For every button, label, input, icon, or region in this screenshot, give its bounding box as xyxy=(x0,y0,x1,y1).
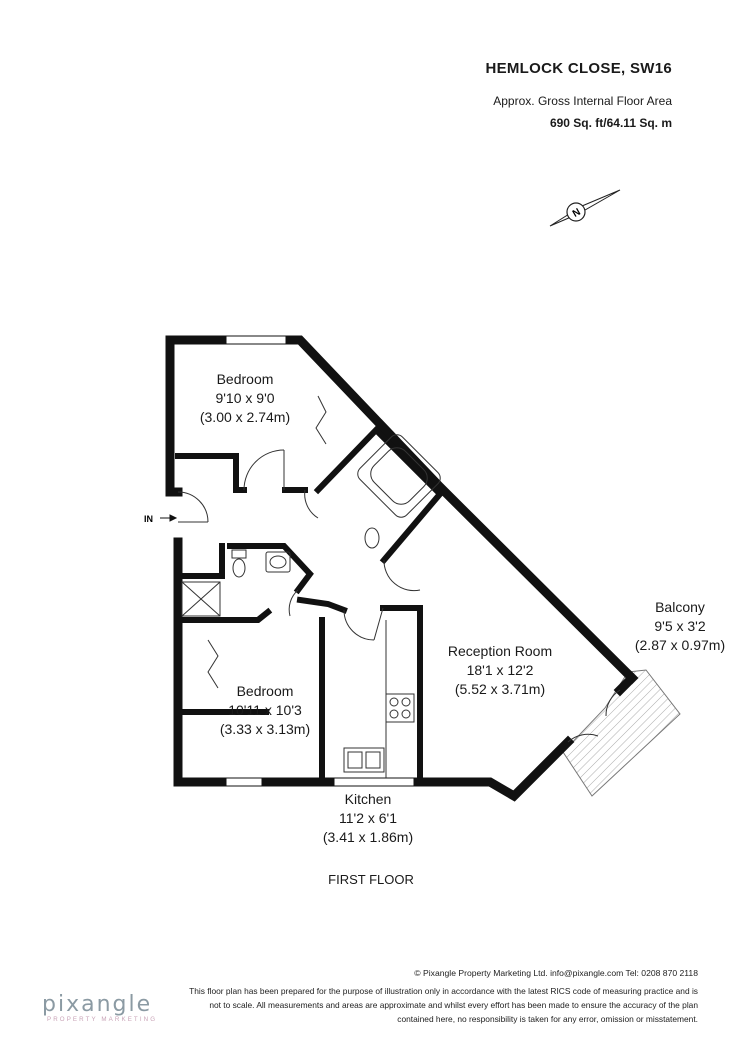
room-reception: Reception Room 18'1 x 12'2 (5.52 x 3.71m… xyxy=(430,642,570,699)
hob-icon xyxy=(385,693,415,723)
room-size-metric: (3.00 x 2.74m) xyxy=(199,409,291,425)
room-size-metric: (3.33 x 3.13m) xyxy=(219,721,311,737)
bath-icon xyxy=(357,434,441,518)
room-bedroom-2: Bedroom 10'11 x 10'3 (3.33 x 3.13m) xyxy=(200,682,330,739)
toilet-icon xyxy=(231,549,247,578)
shower-icon xyxy=(181,581,221,617)
basin-icon xyxy=(265,551,291,573)
room-balcony: Balcony 9'5 x 3'2 (2.87 x 0.97m) xyxy=(620,598,740,655)
wardrobe-lines xyxy=(207,395,327,689)
room-size-metric: (2.87 x 0.97m) xyxy=(634,637,726,653)
pixangle-logo: pixangle xyxy=(42,992,153,1017)
area-caption: Approx. Gross Internal Floor Area xyxy=(493,94,672,108)
entry-label: IN xyxy=(144,514,153,524)
property-title: HEMLOCK CLOSE, SW16 xyxy=(485,60,672,77)
room-size-imperial: 11'2 x 6'1 xyxy=(338,810,398,826)
windows xyxy=(222,335,418,787)
sink-icon xyxy=(343,747,385,773)
area-value: 690 Sq. ft/64.11 Sq. m xyxy=(549,116,672,130)
pixangle-logo-tagline: PROPERTY MARKETING xyxy=(47,1016,158,1023)
compass-icon: N xyxy=(549,189,621,227)
room-name: Bedroom xyxy=(236,683,294,699)
footer-disclaimer-1: This floor plan has been prepared for th… xyxy=(189,986,698,996)
door-swings xyxy=(177,449,621,743)
room-name: Balcony xyxy=(655,599,705,615)
room-size-imperial: 9'10 x 9'0 xyxy=(215,390,275,406)
room-size-imperial: 10'11 x 10'3 xyxy=(228,702,302,718)
footer-contact: © Pixangle Property Marketing Ltd. info@… xyxy=(414,968,698,978)
room-size-imperial: 18'1 x 12'2 xyxy=(466,662,534,678)
footer-disclaimer-3: contained here, no responsibility is tak… xyxy=(397,1014,698,1024)
balcony-area xyxy=(562,669,681,797)
room-name: Bedroom xyxy=(216,371,274,387)
room-size-imperial: 9'5 x 3'2 xyxy=(654,618,706,634)
room-bedroom-1: Bedroom 9'10 x 9'0 (3.00 x 2.74m) xyxy=(190,370,300,427)
compass-letter: N xyxy=(571,207,583,220)
room-name: Reception Room xyxy=(447,643,553,659)
room-name: Kitchen xyxy=(344,791,392,807)
room-kitchen: Kitchen 11'2 x 6'1 (3.41 x 1.86m) xyxy=(298,790,438,847)
entry-arrow-icon xyxy=(160,514,178,522)
floor-label: FIRST FLOOR xyxy=(328,872,414,887)
room-size-metric: (5.52 x 3.71m) xyxy=(454,681,546,697)
footer-disclaimer-2: not to scale. All measurements and areas… xyxy=(209,1000,698,1010)
toilet2-icon xyxy=(364,527,380,549)
room-size-metric: (3.41 x 1.86m) xyxy=(322,829,414,845)
internal-walls xyxy=(175,425,445,785)
